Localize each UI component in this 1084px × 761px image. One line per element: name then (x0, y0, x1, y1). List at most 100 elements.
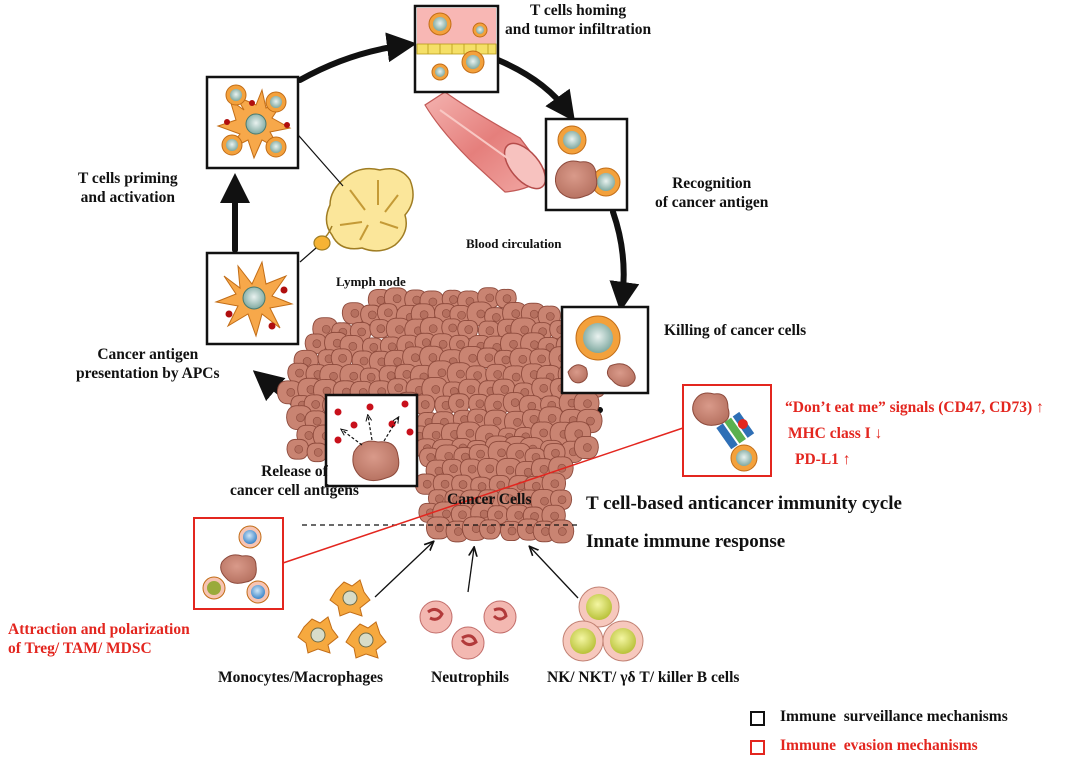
tumor-cell-nucleus (311, 400, 320, 409)
tumor-cell-nucleus (493, 400, 502, 410)
tumor-cell-nucleus (402, 369, 412, 379)
box-evasion-attraction (193, 517, 284, 610)
tumor-cell-nucleus (464, 325, 474, 334)
tumor-cell-nucleus (529, 309, 539, 319)
tumor-cell-nucleus (420, 400, 430, 409)
tumor-cell-nucleus (537, 354, 546, 364)
tumor-cell-nucleus (437, 368, 447, 378)
tumor-cell-nucleus (540, 496, 549, 506)
monocytes-macrophages (297, 579, 387, 659)
tumor-cell-nucleus (338, 353, 347, 363)
tumor-cell-nucleus (550, 479, 560, 489)
tumor-cell-nucleus (296, 413, 305, 422)
tumor-cell-nucleus (557, 495, 567, 505)
tumor-cell-nucleus (515, 450, 524, 459)
tumor-cell-nucleus (493, 370, 502, 379)
lymph-node (284, 119, 414, 263)
box-evasion-signals (682, 384, 772, 477)
tumor-cell-nucleus (440, 479, 450, 489)
tumor-cell-nucleus (471, 524, 481, 533)
tumor-cell-nucleus (550, 511, 559, 521)
tumor-cell-nucleus (438, 339, 448, 349)
tumor-cell-nucleus (428, 324, 438, 333)
tumor-cell-nucleus (476, 449, 485, 459)
legend-swatch-surveillance (750, 711, 765, 726)
tumor-cell-nucleus (455, 399, 465, 408)
blood-vessel (424, 91, 549, 193)
label-release: Release of cancer cell antigens (230, 463, 359, 500)
tumor-cell-nucleus (486, 525, 496, 534)
title-immunity-cycle: T cell-based anticancer immunity cycle (586, 493, 902, 514)
tumor-cell-nucleus (492, 416, 502, 426)
tumor-cell-nucleus (497, 448, 506, 458)
tumor-cell-nucleus (484, 353, 494, 363)
tumor-cell-nucleus (500, 385, 510, 394)
tumor-cell-nucleus (545, 312, 555, 321)
label-cancer-cells: Cancer Cells (447, 491, 532, 508)
legend-surveillance: Immune surveillance mechanisms (780, 708, 1008, 725)
tumor-cell-nucleus (458, 510, 467, 520)
label-recognition: Recognition of cancer antigen (655, 175, 769, 212)
tumor-cell-nucleus (412, 295, 422, 305)
tumor-cell-nucleus (475, 399, 485, 409)
tumor-cell-nucleus (485, 326, 495, 336)
tumor-cell-nucleus (348, 342, 358, 351)
tumor-cell-nucleus (523, 467, 533, 477)
tumor-cell-nucleus (466, 385, 476, 395)
tumor-cell-nucleus (473, 371, 482, 380)
box-priming (205, 75, 300, 170)
tumor-cell-nucleus (511, 309, 521, 318)
tumor-cell-nucleus (387, 342, 397, 352)
tumor-cell-nucleus (485, 293, 495, 303)
tumor-cell-nucleus (376, 296, 386, 305)
tumor-cell-nucleus (312, 339, 322, 348)
tumor-mass (276, 287, 609, 544)
box-killing (560, 305, 650, 395)
tumor-cell-nucleus (304, 431, 314, 440)
tumor-cell-nucleus (454, 527, 463, 536)
tumor-cell-nucleus (485, 464, 495, 474)
tumor-cell-nucleus (359, 356, 369, 366)
tumor-cell-nucleus (513, 418, 522, 427)
label-homing: T cells homing and tumor infiltration (505, 2, 652, 39)
tumor-cell-nucleus (518, 354, 528, 364)
tumor-cell-nucleus (369, 343, 379, 352)
tumor-cell-nucleus (525, 525, 535, 534)
tumor-cell-nucleus (421, 338, 431, 347)
tumor-cell-nucleus (530, 340, 539, 350)
title-innate-response: Innate immune response (586, 531, 786, 552)
tumor-cell-nucleus (558, 527, 567, 536)
tumor-cell-nucleus (531, 481, 541, 491)
label-lymph-node: Lymph node (336, 274, 406, 289)
tumor-cell-nucleus (428, 297, 438, 307)
tumor-cell-nucleus (474, 414, 484, 423)
tumor-cell-nucleus (457, 310, 466, 320)
tumor-cell-nucleus (456, 369, 465, 379)
evasion-attraction-label: Attraction and polarization of Treg/ TAM… (8, 621, 190, 658)
tumor-cell-nucleus (501, 355, 511, 365)
tumor-cell-nucleus (541, 527, 550, 536)
tumor-cell-nucleus (313, 448, 323, 457)
tumor-cell-nucleus (467, 464, 477, 474)
tumor-cell-nucleus (539, 464, 549, 474)
neutrophils (419, 600, 517, 660)
tumor-cell-nucleus (551, 448, 560, 458)
tumor-cell-nucleus (312, 416, 322, 426)
tumor-cell-nucleus (442, 509, 451, 519)
tumor-cell-nucleus (456, 340, 465, 349)
tumor-cell-nucleus (411, 353, 420, 362)
tumor-cell-nucleus (468, 353, 478, 363)
tumor-cell-nucleus (527, 401, 537, 411)
tumor-cell-nucleus (441, 309, 451, 318)
tumor-cell-nucleus (505, 465, 515, 475)
tumor-cell-nucleus (502, 294, 512, 303)
box-homing (413, 4, 500, 94)
legend-evasion: Immune evasion mechanisms (780, 737, 978, 754)
tumor-cell-nucleus (539, 428, 549, 438)
innate-arrows (374, 542, 579, 599)
tumor-cell-nucleus (431, 385, 441, 394)
tumor-cell-nucleus (514, 510, 524, 520)
tumor-cell-nucleus (529, 414, 539, 424)
tumor-cell-nucleus (511, 372, 521, 382)
